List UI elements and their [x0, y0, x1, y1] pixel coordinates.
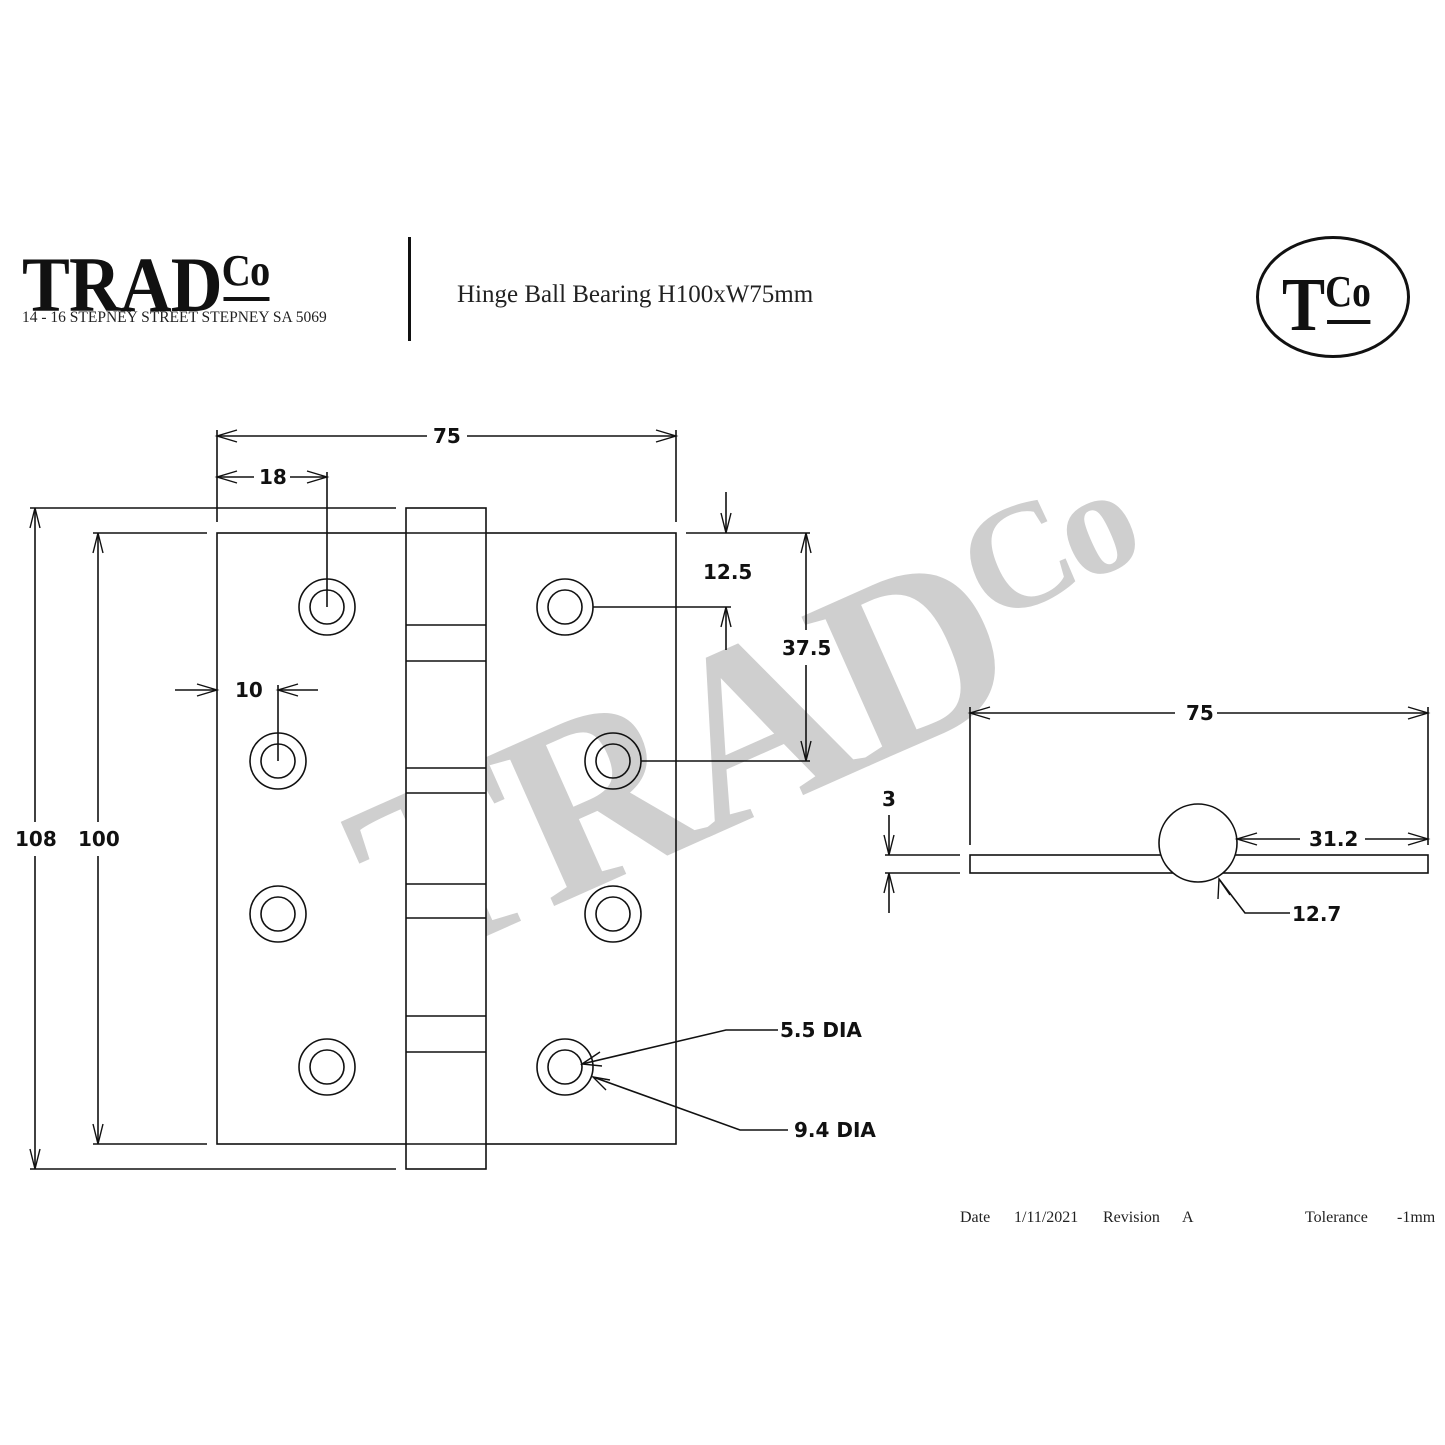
revision-label: Revision	[1103, 1209, 1160, 1226]
dim-hole-outer-diameter: 9.4 DIA	[794, 1118, 876, 1142]
date-label: Date	[960, 1209, 991, 1226]
tco-logo-t: T	[1282, 263, 1326, 347]
side-knuckle	[1158, 803, 1238, 883]
dim-side-thickness: 3	[882, 787, 896, 811]
tco-logo-co: Co	[1325, 267, 1371, 316]
dim-top-hole-offset: 12.5	[703, 560, 753, 584]
brand-name: TRAD	[22, 241, 223, 328]
brand-suffix: Co	[221, 246, 271, 295]
revision-value: A	[1182, 1209, 1194, 1226]
dim-side-overall-width: 75	[1186, 701, 1214, 725]
dim-hole-pitch: 37.5	[782, 636, 832, 660]
knuckle-outline	[405, 507, 487, 1170]
brand-logo: TRADCo	[22, 232, 271, 324]
tolerance-label: Tolerance	[1305, 1209, 1368, 1226]
drawing-title: Hinge Ball Bearing H100xW75mm	[457, 281, 814, 308]
dim-knuckle-to-edge: 31.2	[1309, 827, 1359, 851]
dim-leaf-height: 100	[78, 827, 120, 851]
dim-edge-offset: 10	[235, 678, 263, 702]
tco-logo: TCo	[1282, 252, 1371, 345]
dim-hole-offset-x: 18	[259, 465, 287, 489]
date-value: 1/11/2021	[1014, 1209, 1079, 1226]
dim-hole-inner-diameter: 5.5 DIA	[780, 1018, 862, 1042]
tolerance-value: -1mm	[1397, 1209, 1436, 1226]
dim-overall-width: 75	[433, 424, 461, 448]
company-address: 14 - 16 STEPNEY STREET STEPNEY SA 5069	[22, 309, 327, 326]
dim-knuckle-height: 108	[15, 827, 57, 851]
header-divider	[408, 237, 411, 341]
dim-knuckle-diameter: 12.7	[1292, 902, 1342, 926]
tco-logo-oval	[1256, 236, 1410, 358]
